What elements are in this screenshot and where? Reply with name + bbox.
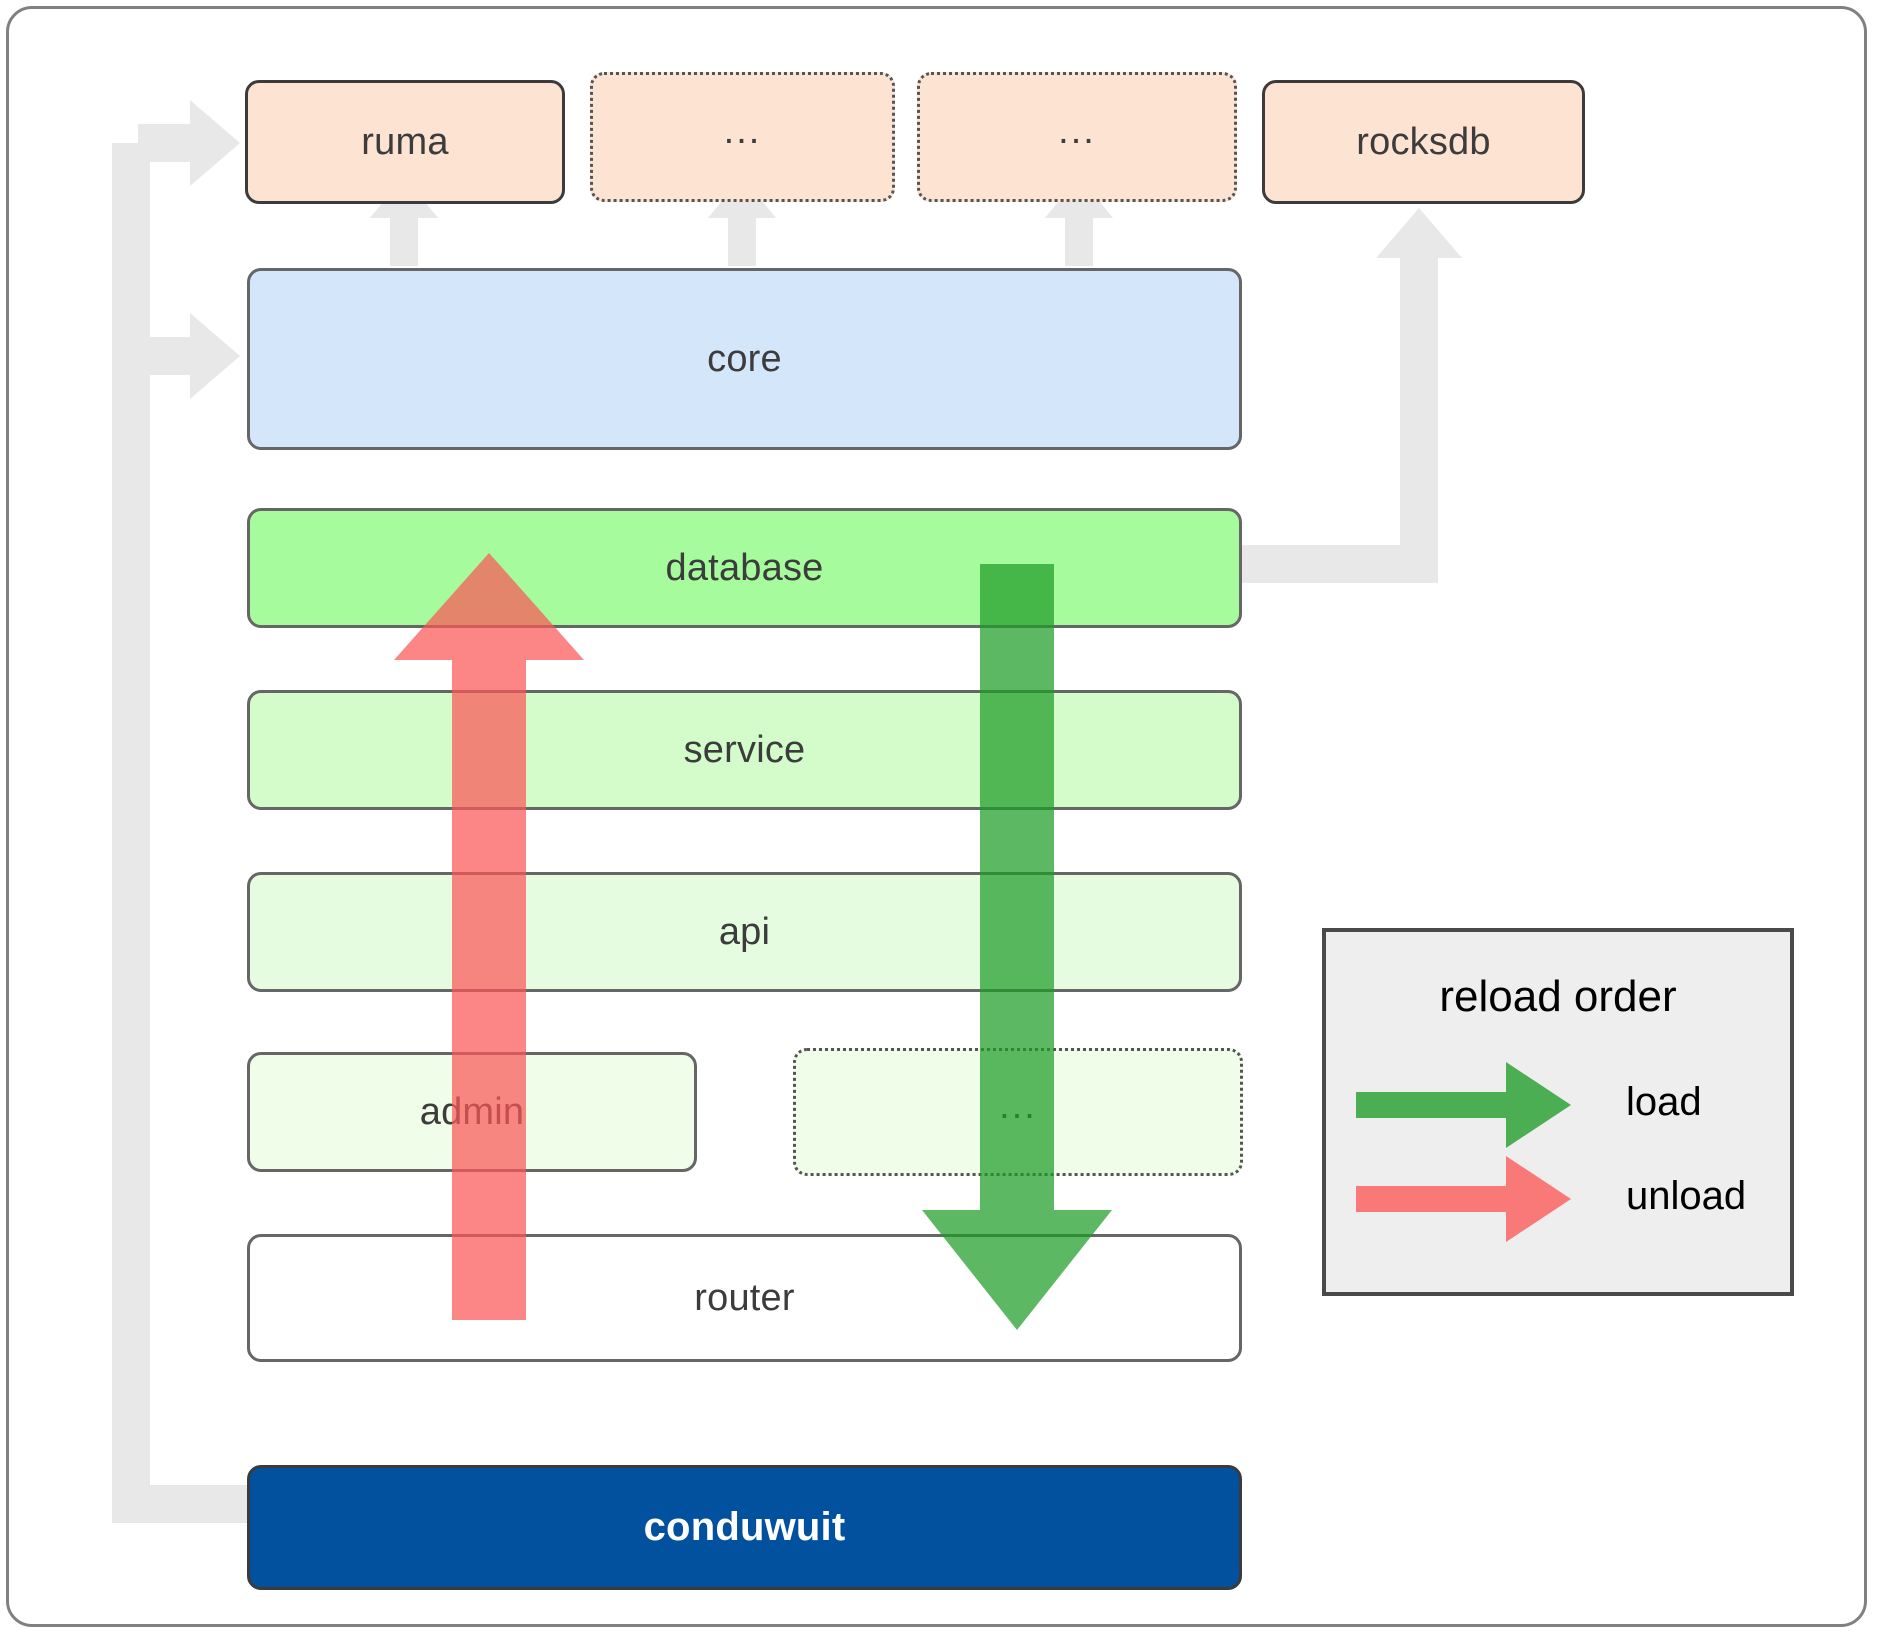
- node-api-label: api: [718, 910, 771, 953]
- legend-load-arrow: [1356, 1062, 1571, 1148]
- node-rocksdb[interactable]: rocksdb: [1262, 80, 1585, 204]
- legend-reload-order: reload order load unload: [1322, 928, 1794, 1296]
- node-stack-ellipsis-label: ...: [999, 1085, 1037, 1128]
- node-rocksdb-label: rocksdb: [1356, 120, 1491, 163]
- node-top-ellipsis-2-label: ...: [1058, 110, 1096, 153]
- node-core-label: core: [707, 337, 782, 380]
- node-service[interactable]: service: [247, 690, 1242, 810]
- node-top-ellipsis-1-label: ...: [723, 110, 762, 153]
- legend-load-label: load: [1626, 1080, 1702, 1124]
- legend-unload-label: unload: [1626, 1174, 1747, 1218]
- node-top-ellipsis-1[interactable]: ...: [590, 72, 895, 202]
- node-database[interactable]: database: [247, 508, 1242, 628]
- legend-unload-arrow: [1356, 1156, 1571, 1242]
- node-service-label: service: [683, 728, 806, 771]
- node-admin[interactable]: admin: [247, 1052, 697, 1172]
- node-conduwuit-label: conduwuit: [643, 1505, 846, 1549]
- node-ruma[interactable]: ruma: [245, 80, 565, 204]
- node-conduwuit[interactable]: conduwuit: [247, 1465, 1242, 1590]
- node-router[interactable]: router: [247, 1234, 1242, 1362]
- node-api[interactable]: api: [247, 872, 1242, 992]
- node-admin-label: admin: [419, 1090, 525, 1133]
- node-router-label: router: [694, 1276, 795, 1319]
- legend-title: reload order: [1439, 972, 1677, 1021]
- node-core[interactable]: core: [247, 268, 1242, 450]
- node-database-label: database: [665, 546, 824, 589]
- node-top-ellipsis-2[interactable]: ...: [917, 72, 1237, 202]
- node-stack-ellipsis[interactable]: ...: [793, 1048, 1243, 1176]
- node-ruma-label: ruma: [361, 120, 449, 163]
